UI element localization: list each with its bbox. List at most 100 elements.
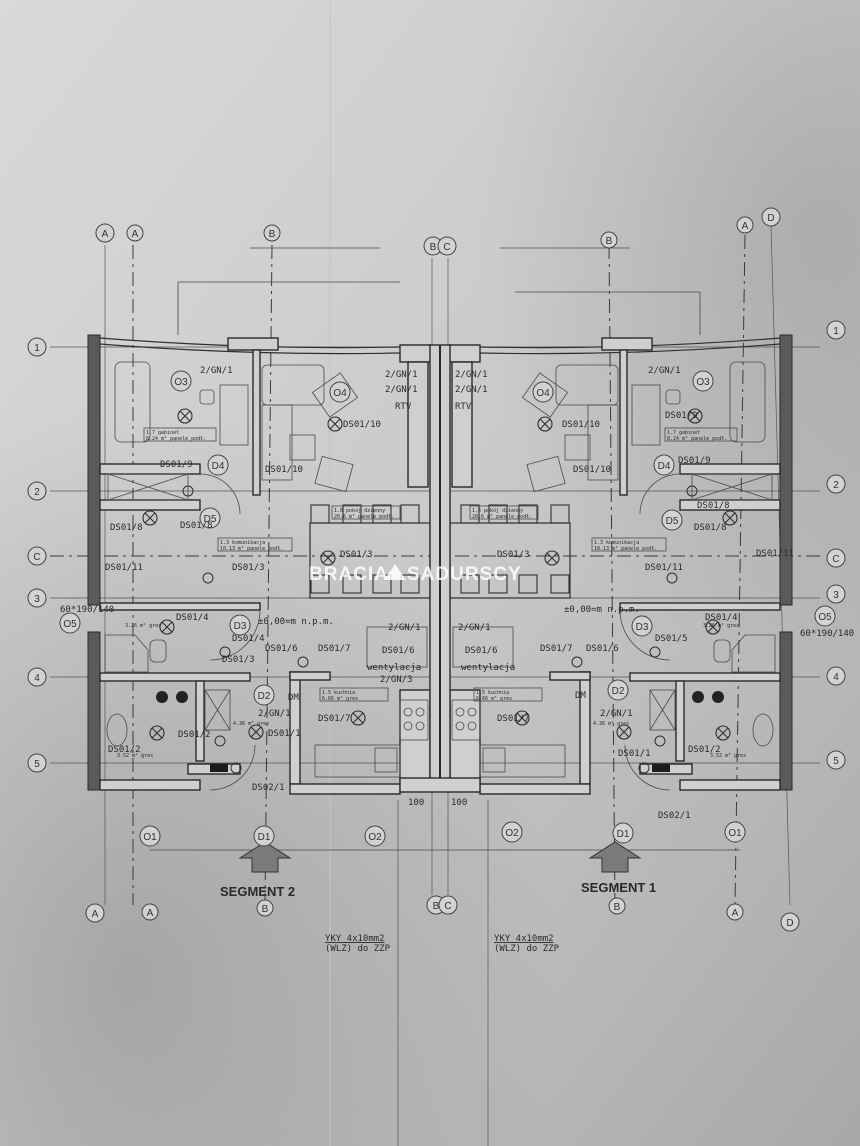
- svg-text:DS01/1: DS01/1: [618, 749, 651, 759]
- row-bubble-3-right: 3: [826, 584, 846, 604]
- door-window-marks: O3 O4 D4 D5 D3 D2 D1 O1 O2 O5 O3 O4 D4 D…: [59, 370, 836, 847]
- svg-text:DS01/7: DS01/7: [318, 644, 351, 654]
- svg-text:B: B: [614, 902, 621, 913]
- col-bubble-a-bottom: A: [85, 903, 105, 923]
- svg-text:10.13 m² panele podł.: 10.13 m² panele podł.: [220, 546, 283, 552]
- svg-text:O1: O1: [143, 832, 157, 843]
- svg-text:D2: D2: [258, 691, 271, 702]
- svg-text:B: B: [430, 242, 437, 253]
- svg-text:D3: D3: [636, 622, 649, 633]
- svg-text:B: B: [606, 236, 613, 247]
- svg-text:DM: DM: [575, 691, 586, 701]
- svg-text:DS01/10: DS01/10: [573, 465, 611, 475]
- svg-text:2/GN/1: 2/GN/1: [455, 385, 488, 395]
- svg-text:DS01/8: DS01/8: [110, 523, 143, 533]
- col-bubble-b: B: [263, 224, 281, 242]
- svg-text:1: 1: [34, 343, 40, 354]
- svg-text:5: 5: [34, 759, 40, 770]
- col-bubble-d: D: [761, 207, 781, 227]
- svg-text:DS01/3: DS01/3: [232, 563, 265, 573]
- svg-text:DS01/9: DS01/9: [665, 411, 698, 421]
- svg-text:O5: O5: [63, 619, 77, 630]
- svg-text:DS01/2: DS01/2: [178, 730, 211, 740]
- svg-text:DS01/8: DS01/8: [180, 521, 213, 531]
- svg-text:RTV: RTV: [455, 402, 472, 412]
- svg-text:A: A: [742, 221, 749, 232]
- window-o5-right: O5: [814, 605, 836, 627]
- window-o1-right: O1: [724, 821, 746, 843]
- svg-text:DS01/6: DS01/6: [382, 646, 415, 656]
- svg-text:O5: O5: [818, 612, 832, 623]
- door-d3-right: D3: [631, 615, 653, 637]
- svg-text:D4: D4: [658, 461, 671, 472]
- door-d2: D2: [253, 684, 275, 706]
- svg-text:D4: D4: [212, 461, 225, 472]
- window-o3: O3: [170, 370, 192, 392]
- svg-text:4: 4: [34, 673, 40, 684]
- window-o2-right: O2: [501, 821, 523, 843]
- svg-text:2/GN/3: 2/GN/3: [380, 675, 413, 685]
- svg-text:BRACIA: BRACIA: [309, 564, 389, 585]
- svg-text:2/GN/1: 2/GN/1: [200, 366, 233, 376]
- svg-text:YKY 4x10mm2: YKY 4x10mm2: [494, 934, 554, 944]
- door-d5: D5: [199, 507, 221, 529]
- svg-text:DS01/10: DS01/10: [343, 420, 381, 430]
- svg-text:(WLZ) do ZZP: (WLZ) do ZZP: [494, 944, 560, 954]
- window-o4-right: O4: [532, 381, 554, 403]
- row-bubble-5-right: 5: [826, 750, 846, 770]
- row-bubble-1: 1: [27, 337, 47, 357]
- svg-text:±0,00=m n.p.m.: ±0,00=m n.p.m.: [258, 617, 334, 627]
- svg-text:O2: O2: [505, 828, 519, 839]
- col-bubble-a2-bottom: A: [141, 903, 159, 921]
- svg-text:DS02/1: DS02/1: [658, 811, 691, 821]
- col-bubble-d-bottom: D: [780, 912, 800, 932]
- window-o1: O1: [139, 825, 161, 847]
- svg-text:B: B: [433, 901, 440, 912]
- svg-text:8.24 m² panele podł.: 8.24 m² panele podł.: [667, 436, 727, 442]
- segment-2-label: SEGMENT 2: [220, 884, 295, 899]
- svg-text:2/GN/1: 2/GN/1: [600, 709, 633, 719]
- svg-text:DS01/9: DS01/9: [160, 460, 193, 470]
- segment-2-plan: [87, 334, 433, 873]
- svg-text:O4: O4: [333, 388, 347, 399]
- svg-text:D5: D5: [204, 514, 217, 525]
- svg-text:3: 3: [833, 590, 839, 601]
- svg-text:D: D: [786, 918, 793, 929]
- svg-text:4.36 m² gres: 4.36 m² gres: [233, 721, 269, 727]
- svg-text:DS01/3: DS01/3: [340, 550, 373, 560]
- svg-text:D5: D5: [666, 516, 679, 527]
- col-bubble-a2: A: [126, 224, 144, 242]
- svg-text:3.52 m² gres: 3.52 m² gres: [710, 753, 746, 759]
- svg-text:3: 3: [34, 594, 40, 605]
- svg-text:D: D: [767, 213, 774, 224]
- svg-text:2/GN/1: 2/GN/1: [458, 623, 491, 633]
- svg-text:2/GN/1: 2/GN/1: [258, 709, 291, 719]
- window-o2: O2: [364, 825, 386, 847]
- svg-text:A: A: [147, 908, 154, 919]
- svg-text:6.66 m² gres: 6.66 m² gres: [476, 696, 512, 702]
- svg-text:4: 4: [833, 672, 839, 683]
- svg-text:DS01/3: DS01/3: [222, 655, 255, 665]
- svg-text:A: A: [102, 229, 109, 240]
- svg-text:1.7 gabinet: 1.7 gabinet: [146, 430, 179, 436]
- cable-note-right: YKY 4x10mm2 (WLZ) do ZZP: [494, 934, 560, 954]
- svg-text:DS01/4: DS01/4: [176, 613, 209, 623]
- svg-text:2: 2: [833, 480, 839, 491]
- window-o4: O4: [329, 381, 351, 403]
- svg-text:2/GN/1: 2/GN/1: [648, 366, 681, 376]
- cable-note-left: YKY 4x10mm2 (WLZ) do ZZP: [325, 934, 391, 954]
- fixture-labels: 2/GN/1 2/GN/1 2/GN/1 RTV DS01/10 DS01/10…: [60, 366, 854, 821]
- svg-text:DS01/4: DS01/4: [705, 613, 738, 623]
- svg-text:2/GN/1: 2/GN/1: [388, 623, 421, 633]
- svg-text:DS01/2: DS01/2: [688, 745, 721, 755]
- svg-text:DS01/10: DS01/10: [562, 420, 600, 430]
- door-d1: D1: [253, 825, 275, 847]
- col-bubble-a-bottom-right: A: [726, 903, 744, 921]
- segment-1-label: SEGMENT 1: [581, 880, 656, 895]
- svg-text:C: C: [444, 901, 451, 912]
- svg-text:YKY 4x10mm2: YKY 4x10mm2: [325, 934, 385, 944]
- svg-text:wentylacja: wentylacja: [461, 663, 515, 673]
- svg-text:3.26 m² gres: 3.26 m² gres: [703, 623, 739, 629]
